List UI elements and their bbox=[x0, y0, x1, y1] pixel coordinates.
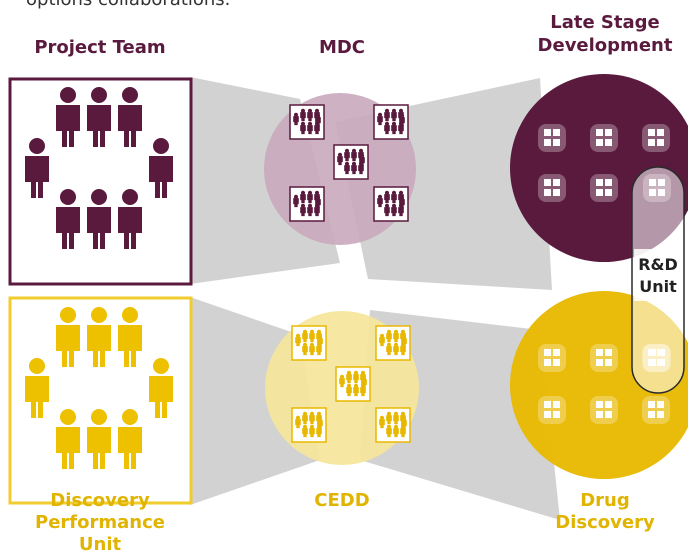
rd-unit-pill bbox=[631, 166, 685, 394]
dpu-label-line3: Unit bbox=[78, 534, 122, 555]
late-stage-label-line2: Development bbox=[537, 35, 673, 56]
intro-text: options collaborations. bbox=[26, 0, 230, 10]
project-team-box bbox=[8, 77, 193, 286]
rd-unit-label-line2: Unit bbox=[639, 277, 677, 296]
late-stage-label-line1: Late Stage bbox=[550, 12, 660, 33]
mdc-circle bbox=[264, 93, 416, 245]
dpu-box bbox=[8, 296, 193, 505]
dpu-label-line1: Discovery bbox=[50, 490, 150, 511]
rd-unit-label-line1: R&D bbox=[638, 255, 678, 274]
drug-discovery-label-line1: Drug bbox=[580, 490, 630, 511]
project-team-label: Project Team bbox=[34, 37, 166, 58]
mdc-label: MDC bbox=[318, 37, 366, 58]
dpu-label-line2: Performance bbox=[35, 512, 165, 533]
cedd-circle bbox=[265, 311, 419, 465]
drug-discovery-label-line2: Discovery bbox=[555, 512, 655, 533]
cedd-label: CEDD bbox=[314, 490, 370, 511]
